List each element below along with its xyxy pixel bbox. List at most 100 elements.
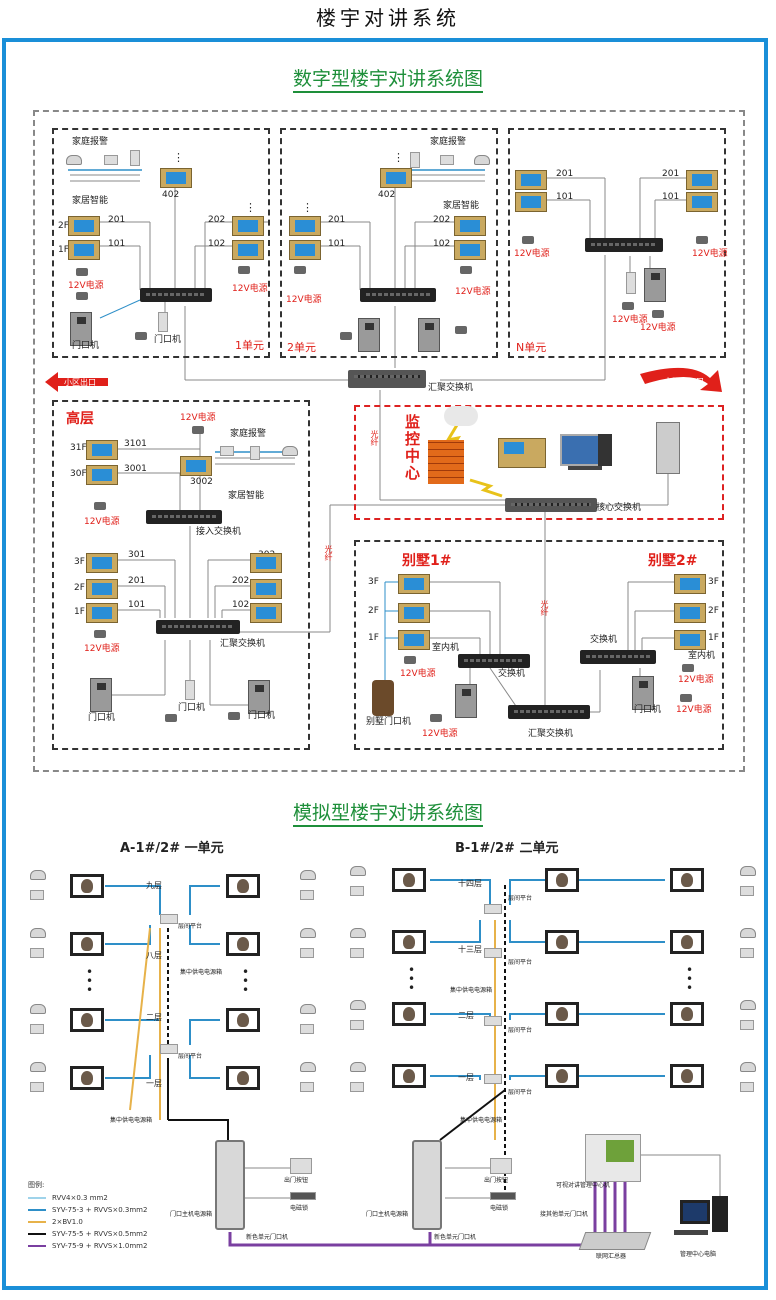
a-lock-label: 电磁锁 (290, 1206, 308, 1212)
smoke-sensor-icon (300, 870, 316, 880)
magnetic-lock-icon (290, 1192, 316, 1200)
b-platform-label-2: 层间平台 (508, 960, 532, 966)
legend-swatch (28, 1209, 46, 1211)
a-psu-center-label: 集中供电电源箱 (180, 970, 222, 976)
layer-platform-b2 (484, 1016, 502, 1026)
smoke-sensor-icon (30, 1004, 46, 1014)
b-exit-btn-label: 出门按钮 (484, 1178, 508, 1184)
indoor-monitor-icon (226, 932, 260, 956)
indoor-monitor-icon (670, 868, 704, 892)
a-ellipsis-right: ••• (242, 968, 249, 995)
smoke-sensor-icon (350, 1000, 366, 1010)
alarm-button-icon (30, 948, 44, 958)
alarm-button-icon (300, 890, 314, 900)
layer-platform-a2 (160, 1044, 178, 1054)
b-door-psu-label: 门口主机电源箱 (366, 1212, 408, 1218)
b-platform-label-3: 层间平台 (508, 1028, 532, 1034)
smoke-sensor-icon (350, 928, 366, 938)
indoor-monitor-icon (392, 930, 426, 954)
b-platform-label-1: 层间平台 (508, 896, 532, 902)
a-psu-center-label-2: 集中供电电源箱 (110, 1118, 152, 1124)
b-platform-label-4: 层间平台 (508, 1090, 532, 1096)
alarm-button-icon (350, 886, 364, 896)
a-floor-8: 八层 (146, 950, 162, 961)
visual-center-screen-icon (606, 1140, 634, 1162)
alarm-button-icon (300, 1082, 314, 1092)
smoke-sensor-icon (740, 1062, 756, 1072)
alarm-button-icon (30, 1082, 44, 1092)
indoor-monitor-icon (670, 1064, 704, 1088)
legend-item: RVV4×0.3 mm2 (52, 1194, 108, 1202)
alarm-button-icon (740, 948, 754, 958)
exit-button-icon (290, 1158, 312, 1174)
a-floor-2: 二层 (146, 1012, 162, 1023)
layer-platform-b13 (484, 948, 502, 958)
a-platform-label-1: 层间平台 (178, 924, 202, 930)
b-door-main-unit (412, 1140, 442, 1230)
legend-item: SYV-75-5 + RVVS×0.5mm2 (52, 1230, 147, 1238)
indoor-monitor-icon (70, 874, 104, 898)
indoor-monitor-icon (392, 1002, 426, 1026)
b-ellipsis-right: ••• (686, 966, 693, 993)
indoor-monitor-icon (226, 1066, 260, 1090)
a-floor-9: 九层 (146, 880, 162, 891)
computer-tower-icon (712, 1196, 728, 1232)
smoke-sensor-icon (350, 1062, 366, 1072)
indoor-monitor-icon (670, 1002, 704, 1026)
network-hub-icon (579, 1232, 652, 1250)
legend-swatch (28, 1233, 46, 1235)
b-ellipsis-left: ••• (408, 966, 415, 993)
smoke-sensor-icon (740, 1000, 756, 1010)
computer-monitor-icon (680, 1200, 710, 1224)
smoke-sensor-icon (30, 870, 46, 880)
legend-title: 图例: (28, 1180, 44, 1190)
legend-item: SYV-75-9 + RVVS×1.0mm2 (52, 1242, 147, 1250)
smoke-sensor-icon (350, 866, 366, 876)
indoor-monitor-icon (545, 868, 579, 892)
smoke-sensor-icon (740, 866, 756, 876)
alarm-button-icon (740, 1020, 754, 1030)
keyboard-icon (674, 1230, 708, 1235)
legend-swatch (28, 1197, 46, 1199)
alarm-button-icon (30, 890, 44, 900)
layer-platform-a9 (160, 914, 178, 924)
layer-platform-b1 (484, 1074, 502, 1084)
layer-platform-b14 (484, 904, 502, 914)
indoor-monitor-icon (545, 1002, 579, 1026)
indoor-monitor-icon (226, 874, 260, 898)
smoke-sensor-icon (300, 1004, 316, 1014)
alarm-button-icon (300, 1024, 314, 1034)
indoor-monitor-icon (226, 1008, 260, 1032)
exit-button-icon (490, 1158, 512, 1174)
indoor-monitor-icon (70, 932, 104, 956)
alarm-button-icon (30, 1024, 44, 1034)
legend-item: SYV-75-3 + RVVS×0.3mm2 (52, 1206, 147, 1214)
b-floor-1: 一层 (458, 1072, 474, 1083)
alarm-button-icon (740, 886, 754, 896)
indoor-monitor-icon (392, 868, 426, 892)
other-doors-label: 接其他单元门口机 (540, 1212, 588, 1218)
indoor-monitor-icon (670, 930, 704, 954)
network-hub-label: 联网汇总器 (596, 1254, 626, 1260)
legend-swatch (28, 1245, 46, 1247)
legend-swatch (28, 1221, 46, 1223)
smoke-sensor-icon (300, 928, 316, 938)
b-floor-14: 十四层 (458, 878, 482, 889)
b-lock-label: 电磁锁 (490, 1206, 508, 1212)
magnetic-lock-icon (490, 1192, 516, 1200)
a-door-psu-label: 门口主机电源箱 (170, 1212, 212, 1218)
legend-item: 2×BV1.0 (52, 1218, 83, 1226)
alarm-button-icon (350, 948, 364, 958)
b-floor-13: 十三层 (458, 944, 482, 955)
alarm-button-icon (350, 1020, 364, 1030)
alarm-button-icon (300, 948, 314, 958)
b-psu-center-label-2: 集中供电电源箱 (460, 1118, 502, 1124)
indoor-monitor-icon (392, 1064, 426, 1088)
b-floor-2: 二层 (458, 1010, 474, 1021)
center-pc-label: 管理中心电脑 (680, 1252, 716, 1258)
a-door-main-label: 新色单元门口机 (246, 1235, 288, 1241)
a-floor-1: 一层 (146, 1078, 162, 1089)
indoor-monitor-icon (545, 1064, 579, 1088)
indoor-monitor-icon (545, 930, 579, 954)
a-platform-label-2: 层间平台 (178, 1054, 202, 1060)
